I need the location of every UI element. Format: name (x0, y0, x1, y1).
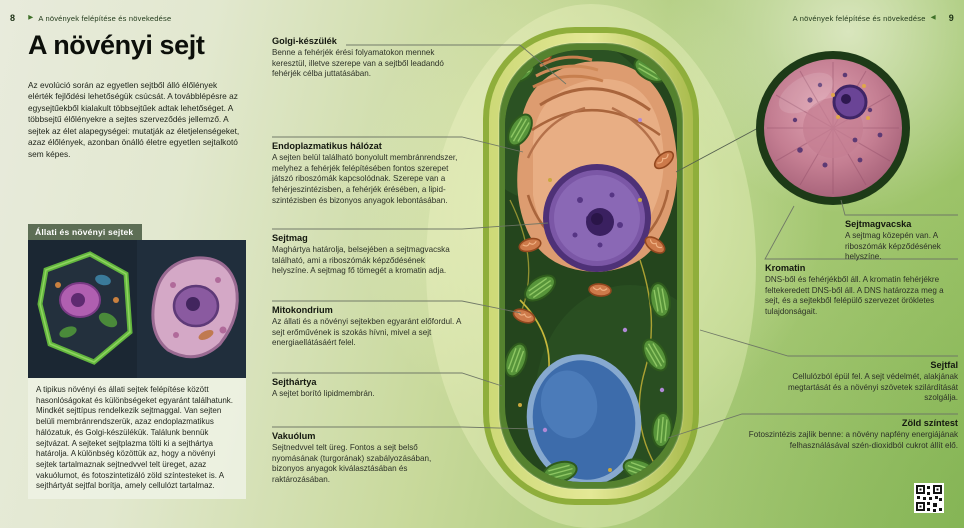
callout-cell-wall-title: Sejtfal (930, 360, 958, 370)
callout-nucleolus-title: Sejtmagvacska (845, 219, 912, 229)
chapter-title-right: A növények felépítése és növekedése (792, 13, 926, 23)
callout-membrane-title: Sejthártya (272, 377, 317, 387)
callout-chromatin-body: DNS-ből és fehérjékből áll. A kromatin f… (765, 275, 944, 317)
page-number-left: 8 (10, 13, 16, 23)
callout-golgi-title: Golgi-készülék (272, 36, 337, 46)
callout-vacuole: Vakuólum Sejtnedvvel telt üreg. Fontos a… (272, 431, 462, 486)
sidebar-box-header: Állati és növényi sejtek (28, 224, 143, 240)
callout-mitochondrion-title: Mitokondrium (272, 305, 333, 315)
leader-lines (272, 44, 958, 439)
sidebar-box-body: A tipikus növényi és állati sejtek felép… (28, 378, 246, 500)
cell-illustration (483, 27, 699, 505)
chapter-arrow-left-icon: ◀ (930, 13, 936, 21)
callout-chloroplast-title: Zöld színtest (901, 418, 958, 428)
callout-mitochondrion-body: Az állati és a növényi sejtekben egyarán… (272, 317, 461, 348)
callout-chromatin: Kromatin DNS-ből és fehérjékből áll. A k… (765, 263, 958, 318)
page-header-right: A növények felépítése és növekedése ◀ 9 (793, 13, 954, 23)
callout-cell-membrane: Sejthártya A sejtet borító lipidmembrán. (272, 377, 462, 400)
callout-golgi-body: Benne a fehérjék érési folyamatokon menn… (272, 48, 444, 79)
callout-vacuole-title: Vakuólum (272, 431, 316, 441)
qr-code (914, 483, 944, 513)
callout-chloroplast-body: Fotoszintézis zajlik benne: a növény nap… (748, 430, 958, 450)
callout-cell-wall-body: Cellulózból épül fel. A sejt védelmét, a… (787, 372, 958, 403)
callout-membrane-body: A sejtet borító lipidmembrán. (272, 389, 375, 398)
chapter-title-left: A növények felépítése és növekedése (38, 13, 172, 23)
intro-text: Az evolúció során az egyetlen sejtből ál… (28, 80, 240, 159)
callout-endoplasmic-reticulum: Endoplazmatikus hálózat A sejten belül t… (272, 141, 462, 206)
callout-er-body: A sejten belül található bonyolult membr… (272, 153, 458, 205)
animal-plant-cells-image (28, 240, 246, 378)
nucleus-inset-illustration (675, 51, 910, 205)
callout-nucleus-title: Sejtmag (272, 233, 308, 243)
callout-chromatin-title: Kromatin (765, 263, 806, 273)
callout-nucleus: Sejtmag Maghártya határolja, belsejében … (272, 233, 462, 277)
callout-nucleus-body: Maghártya határolja, belsejében a sejtma… (272, 245, 450, 276)
callout-er-title: Endoplazmatikus hálózat (272, 141, 382, 151)
callout-golgi: Golgi-készülék Benne a fehérjék érési fo… (272, 36, 462, 80)
callout-nucleolus: Sejtmagvacska A sejtmag közepén van. A r… (845, 219, 957, 263)
callout-vacuole-body: Sejtnedvvel telt üreg. Fontos a sejt bel… (272, 443, 432, 485)
callout-nucleolus-body: A sejtmag közepén van. A riboszómák képz… (845, 231, 941, 262)
page-title: A növényi sejt (28, 30, 205, 60)
callout-cell-wall: Sejtfal Cellulózból épül fel. A sejt véd… (770, 360, 958, 404)
sidebar-box: Állati és növényi sejtek A tipikus növén… (28, 222, 246, 500)
callout-mitochondrion: Mitokondrium Az állati és a növényi sejt… (272, 305, 462, 349)
page-header-left: 8 ▶ A növények felépítése és növekedése (10, 13, 171, 23)
callout-chloroplast: Zöld színtest Fotoszintézis zajlik benne… (725, 418, 958, 451)
chapter-arrow-right-icon: ▶ (28, 13, 34, 21)
page-number-right: 9 (948, 13, 954, 23)
